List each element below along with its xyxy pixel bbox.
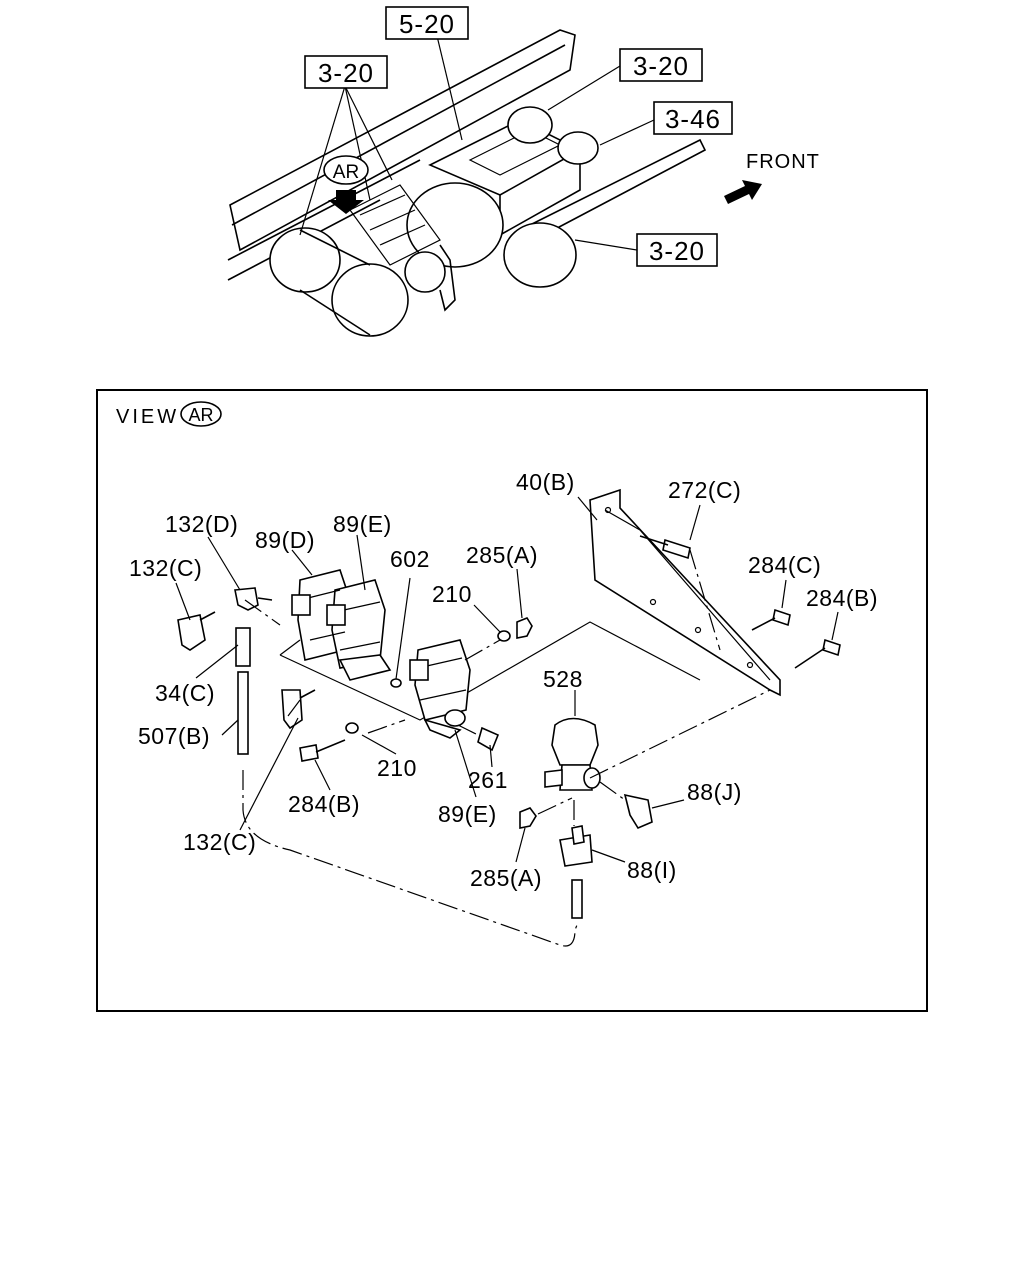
bolt-284c: [772, 608, 791, 627]
front-arrow-icon: [724, 180, 762, 204]
view-marker-ar: AR: [323, 155, 369, 185]
callout-285a-bottom[interactable]: 285(A): [470, 865, 542, 891]
washer-210-top: [497, 630, 511, 642]
svg-text:3-20: 3-20: [318, 58, 374, 88]
pipe-short: [571, 879, 583, 919]
view-arrow-icon: [328, 190, 364, 214]
callout-261[interactable]: 261: [468, 767, 508, 793]
svg-text:3-20: 3-20: [649, 236, 705, 266]
elbow-88j: [623, 793, 653, 830]
bolt-284b-bottom: [299, 744, 319, 762]
nut-285a-top: [516, 617, 533, 639]
callout-132c-top[interactable]: 132(C): [129, 555, 202, 581]
ref-box-5-20[interactable]: 5-20: [385, 6, 469, 40]
callout-528[interactable]: 528: [543, 666, 583, 692]
callout-284b-bottom[interactable]: 284(B): [288, 791, 360, 817]
callout-88j[interactable]: 88(J): [687, 779, 742, 805]
callout-132c-bottom[interactable]: 132(C): [183, 829, 256, 855]
svg-text:3-20: 3-20: [633, 51, 689, 81]
ref-box-3-20-top-right[interactable]: 3-20: [619, 48, 703, 82]
callout-210-top[interactable]: 210: [432, 581, 472, 607]
view-panel-title: VIEW AR: [116, 401, 222, 428]
callout-285a-top[interactable]: 285(A): [466, 542, 538, 568]
oring-602: [390, 678, 402, 688]
svg-text:3-46: 3-46: [665, 104, 721, 134]
nut-285a-bottom: [519, 807, 537, 829]
callout-284c[interactable]: 284(C): [748, 552, 821, 578]
svg-text:AR: AR: [333, 162, 359, 183]
callout-284b-right[interactable]: 284(B): [806, 585, 878, 611]
ref-box-3-20-bottom-right[interactable]: 3-20: [636, 233, 718, 267]
fitting-132c-bottom: [281, 689, 303, 730]
sleeve-34c: [235, 627, 251, 667]
valve-528: [551, 717, 599, 766]
front-indicator: FRONT: [724, 151, 820, 204]
tank-front-right: [331, 263, 409, 337]
callout-507b[interactable]: 507(B): [138, 723, 210, 749]
plug-261: [477, 726, 500, 752]
svg-text:5-20: 5-20: [399, 9, 455, 39]
callout-89e-bottom[interactable]: 89(E): [438, 801, 497, 827]
bolt-284b-right: [822, 638, 841, 657]
tank-middle: [406, 182, 504, 268]
callout-210-bottom[interactable]: 210: [377, 755, 417, 781]
tank-bottom-right: [503, 222, 577, 288]
view-panel-frame: [96, 389, 928, 1012]
bolt-272c: [662, 538, 691, 560]
callout-272c[interactable]: 272(C): [668, 477, 741, 503]
exploded-parts-drawing: [175, 488, 841, 947]
ref-box-3-20-left[interactable]: 3-20: [304, 55, 388, 89]
tank-right-small: [557, 131, 599, 165]
svg-text:AR: AR: [188, 405, 213, 425]
ref-box-3-46[interactable]: 3-46: [653, 101, 733, 135]
overview-illustration: [227, 29, 707, 337]
bracket-40b: [589, 488, 781, 697]
callout-602[interactable]: 602: [390, 546, 430, 572]
callout-89d[interactable]: 89(D): [255, 527, 315, 553]
svg-text:VIEW: VIEW: [116, 406, 179, 428]
fitting-132c-top: [177, 614, 206, 651]
tank-small-front: [404, 251, 446, 293]
callout-40b[interactable]: 40(B): [516, 469, 575, 495]
svg-text:FRONT: FRONT: [746, 151, 820, 173]
callout-88i[interactable]: 88(I): [627, 857, 677, 883]
callout-132d[interactable]: 132(D): [165, 511, 238, 537]
pipe-507b: [237, 671, 249, 755]
tank-front-left: [269, 227, 341, 293]
callout-34c[interactable]: 34(C): [155, 680, 215, 706]
washer-210-bottom: [345, 722, 359, 734]
callout-89e-top[interactable]: 89(E): [333, 511, 392, 537]
tank-top-right: [507, 106, 553, 144]
